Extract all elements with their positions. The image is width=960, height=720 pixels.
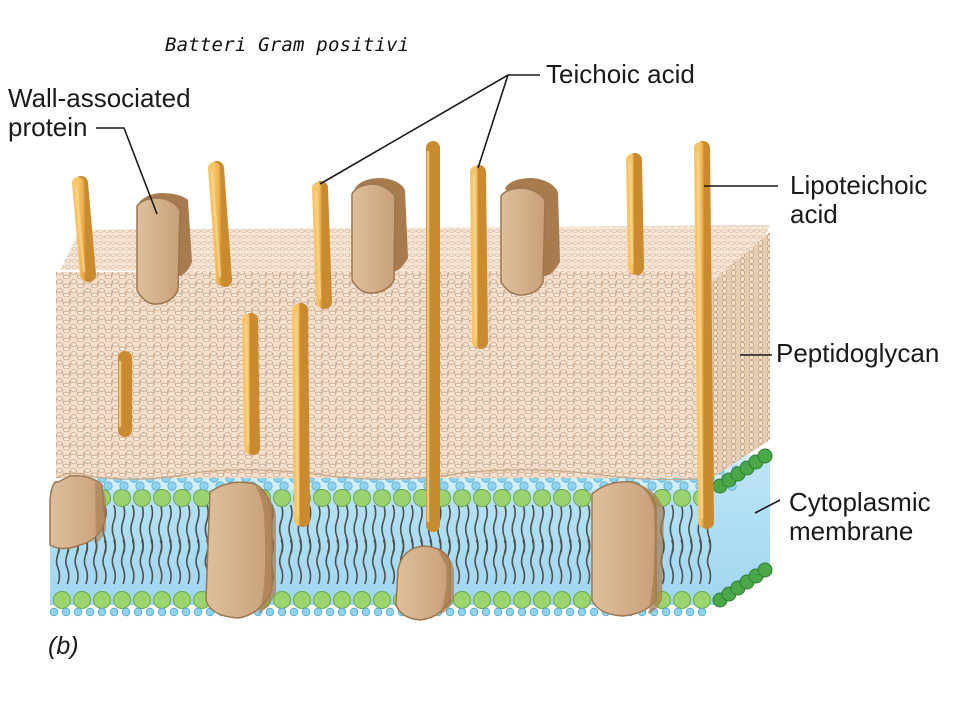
wall-protein xyxy=(136,193,192,305)
label-teichoic-acid: Teichoic acid xyxy=(546,59,695,89)
teichoic-acid-rod xyxy=(72,176,96,282)
wall-protein xyxy=(351,178,408,294)
membrane-protein xyxy=(49,474,106,550)
peptidoglycan-front xyxy=(56,272,712,478)
peptidoglycan-top xyxy=(60,225,770,282)
membrane-proteins xyxy=(49,474,664,621)
diagram-subtitle: Batteri Gram positivi xyxy=(165,34,410,56)
leader-cytoplasmic-membrane xyxy=(754,499,781,514)
teichoic-acid-rod xyxy=(626,153,644,275)
label-peptidoglycan: Peptidoglycan xyxy=(776,338,940,368)
teichoic-acid-rod xyxy=(208,161,232,287)
teichoic-acid-rods xyxy=(72,141,714,532)
teichoic-acid-rod xyxy=(424,141,440,532)
label-lipoteichoic-acid: Lipoteichoic acid xyxy=(790,170,928,229)
teichoic-acid-rod xyxy=(694,141,714,529)
leader-wall-protein xyxy=(96,127,158,215)
teichoic-acid-rod xyxy=(470,165,488,349)
leader-lines xyxy=(96,74,781,514)
panel-label: (b) xyxy=(48,632,79,660)
membrane-protein xyxy=(205,481,276,619)
membrane-protein xyxy=(395,545,454,621)
teichoic-acid-rod xyxy=(116,351,132,437)
leader-teichoic-acid-2 xyxy=(477,74,509,169)
teichoic-acid-rod xyxy=(312,181,332,309)
teichoic-acid-rod xyxy=(292,303,310,527)
teichoic-acid-rod xyxy=(242,313,260,455)
wall-protein xyxy=(500,178,560,296)
label-wall-associated-protein: Wall-associated protein xyxy=(8,83,191,142)
peptidoglycan-layer xyxy=(55,225,770,481)
wall-associated-proteins xyxy=(136,178,560,305)
label-cytoplasmic-membrane: Cytoplasmic membrane xyxy=(789,487,931,546)
membrane-protein xyxy=(591,481,664,617)
